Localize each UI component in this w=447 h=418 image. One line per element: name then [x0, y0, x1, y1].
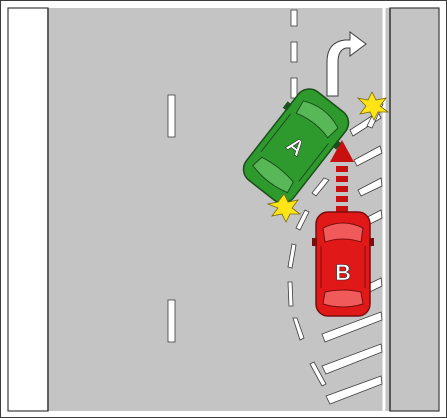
vehicle-b: B — [312, 212, 374, 316]
turn-lane-dash — [291, 78, 297, 98]
center-dash — [168, 300, 175, 342]
right-shoulder — [390, 8, 439, 411]
border-dash — [288, 282, 293, 306]
left-shoulder — [8, 8, 48, 411]
turn-lane-dash — [291, 42, 297, 62]
center-dash — [168, 95, 175, 137]
turn-lane-dash — [291, 10, 297, 26]
vehicle-b-label: B — [335, 260, 351, 285]
